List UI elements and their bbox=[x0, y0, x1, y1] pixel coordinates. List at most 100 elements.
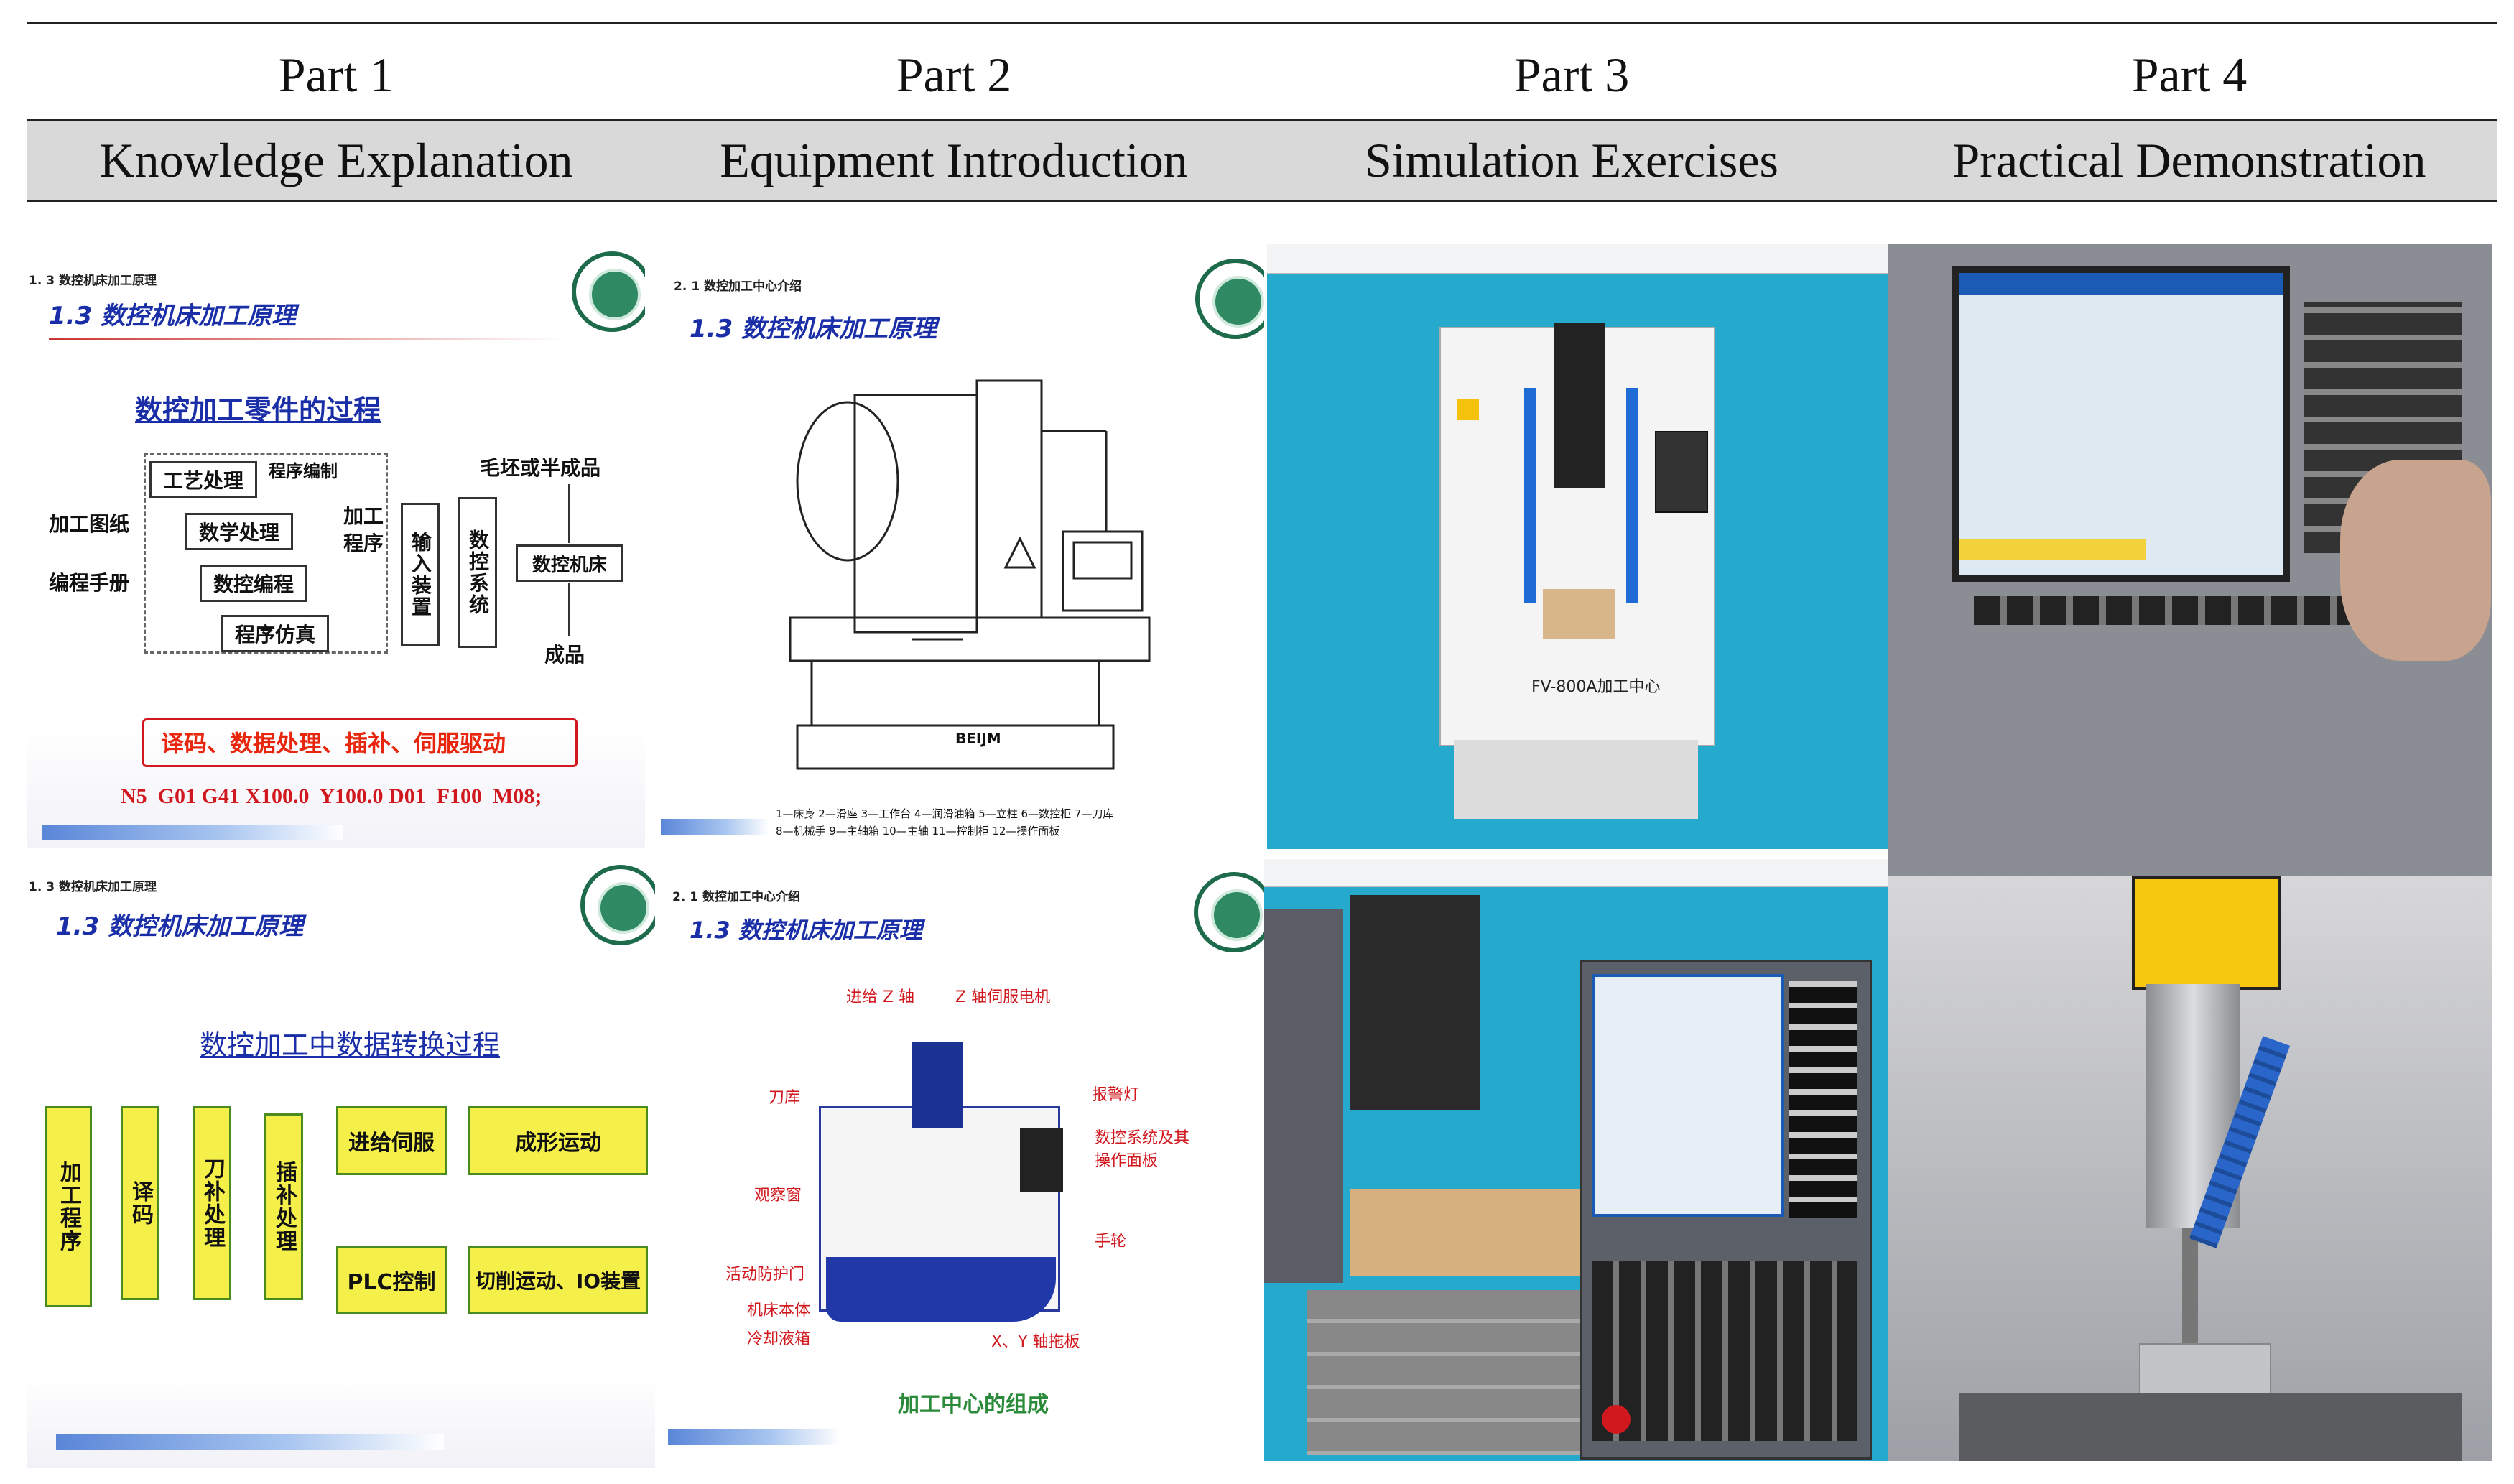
slide-subtitle: 数控加工中数据转换过程 bbox=[200, 1029, 501, 1061]
step-cutting: 切削运动、IO装置 bbox=[468, 1246, 648, 1314]
programming-group bbox=[144, 453, 388, 654]
part-4-header: Part 4 bbox=[2131, 47, 2248, 102]
process-chain-box bbox=[142, 718, 578, 767]
cnc-screen-header bbox=[1959, 273, 2283, 295]
step-math: 数学处理 bbox=[185, 513, 293, 550]
slide-title: 1.3 数控机床加工原理 bbox=[56, 912, 304, 941]
top-rule bbox=[27, 22, 2497, 24]
bottom-rule bbox=[27, 200, 2497, 202]
cnc-screen-highlight bbox=[1959, 539, 2146, 560]
section-band bbox=[27, 121, 2497, 200]
label-program-edit: 程序编制 bbox=[269, 461, 338, 481]
mid-rule bbox=[27, 119, 2497, 121]
sim-base-steps bbox=[1307, 1290, 1595, 1455]
part-1-header: Part 1 bbox=[278, 47, 394, 102]
cutting-tool bbox=[2182, 1228, 2198, 1343]
label-drawing: 加工图纸 bbox=[49, 512, 130, 536]
blue-frame-left bbox=[1524, 388, 1536, 603]
slide-subtitle: 数控加工零件的过程 bbox=[135, 394, 381, 426]
arrow-down-machine bbox=[568, 484, 570, 543]
cnc-system: 数控系统 bbox=[458, 497, 497, 648]
slide-title: 1.3 数控机床加工原理 bbox=[690, 315, 937, 343]
emergency-stop-icon bbox=[1602, 1405, 1631, 1434]
input-device: 输入装置 bbox=[401, 503, 440, 646]
warning-plate-icon bbox=[2132, 876, 2281, 990]
label-blank: 毛坯或半成品 bbox=[480, 456, 601, 480]
slide-footer-bar bbox=[668, 1429, 840, 1445]
step-program: 加工程序 bbox=[45, 1106, 92, 1307]
process-chain-text: 译码、数据处理、插补、伺服驱动 bbox=[161, 730, 506, 757]
machine-column bbox=[1554, 323, 1605, 488]
label-machine-body: 机床本体 bbox=[747, 1302, 811, 1320]
step-process: 工艺处理 bbox=[149, 461, 257, 498]
label-cnc-panel: 数控系统及其 操作面板 bbox=[1095, 1129, 1190, 1170]
step-plc: PLC控制 bbox=[336, 1246, 447, 1314]
sim-toolbar bbox=[1267, 244, 1888, 274]
university-emblem-icon bbox=[1194, 872, 1264, 952]
label-product: 成品 bbox=[544, 643, 585, 667]
part-3-header: Part 3 bbox=[1513, 47, 1630, 102]
machine-side-panel bbox=[1264, 909, 1343, 1283]
nc-code-line: N5 G01 G41 X100.0 Y100.0 D01 F100 M08; bbox=[121, 784, 542, 808]
brand-label: BEIJM bbox=[955, 730, 1001, 747]
label-z-axis: 进给 Z 轴 bbox=[846, 988, 915, 1006]
slide-breadcrumb: 2. 1 数控加工中心介绍 bbox=[672, 890, 800, 904]
diagram-caption-2: 8—机械手 9—主轴箱 10—主轴 11—控制柜 12—操作面板 bbox=[776, 825, 1060, 838]
sim-operator-keys bbox=[1592, 1261, 1857, 1441]
label-manual: 编程手册 bbox=[49, 571, 130, 595]
machine-top-column bbox=[912, 1042, 963, 1128]
label-handwheel: 手轮 bbox=[1095, 1233, 1127, 1251]
worktable bbox=[1543, 589, 1615, 639]
title-underline bbox=[49, 338, 566, 340]
simulation-operation-view bbox=[1264, 859, 1888, 1461]
step-tool-comp: 刀补处理 bbox=[193, 1106, 231, 1300]
slide-machining-center-diagram: 2. 1 数控加工中心介绍 1.3 数控机床加工原理 BEIJM 1—床身 2—… bbox=[661, 244, 1264, 848]
label-coolant-tank: 冷却液箱 bbox=[747, 1330, 811, 1348]
practical-spindle-photo bbox=[1888, 876, 2492, 1461]
step-simulation: 程序仿真 bbox=[221, 615, 329, 652]
sim-control-panel bbox=[1655, 431, 1708, 513]
cnc-screen bbox=[1952, 266, 2290, 582]
label-tool-magazine: 刀库 bbox=[769, 1089, 801, 1107]
slide-data-conversion: 1. 3 数控机床加工原理 1.3 数控机床加工原理 数控加工中数据转换过程 加… bbox=[27, 850, 655, 1468]
step-interpolation: 插补处理 bbox=[264, 1113, 303, 1300]
slide-breadcrumb: 2. 1 数控加工中心介绍 bbox=[674, 279, 802, 294]
university-emblem-icon bbox=[1195, 259, 1264, 339]
step-feed-servo: 进给伺服 bbox=[336, 1106, 447, 1175]
slide-machining-process: 1. 3 数控机床加工原理 1.3 数控机床加工原理 数控加工零件的过程 加工图… bbox=[27, 244, 645, 848]
blue-frame-right bbox=[1626, 388, 1638, 603]
step-forming: 成形运动 bbox=[468, 1106, 648, 1175]
warning-sign-icon bbox=[1457, 399, 1479, 420]
section-equipment-introduction: Equipment Introduction bbox=[720, 132, 1188, 187]
cnc-machine: 数控机床 bbox=[516, 544, 623, 582]
machine-model-label: FV-800A加工中心 bbox=[1531, 678, 1661, 696]
label-program: 加工 程序 bbox=[343, 504, 384, 555]
step-decode: 译码 bbox=[121, 1106, 159, 1300]
label-xy-slide: X、Y 轴拖板 bbox=[991, 1333, 1080, 1351]
machine-base bbox=[1454, 740, 1698, 819]
sim-keypad bbox=[1789, 981, 1857, 1218]
sim-worktable bbox=[1350, 1189, 1587, 1276]
simulation-machine-view: FV-800A加工中心 bbox=[1267, 244, 1888, 849]
section-knowledge-explanation: Knowledge Explanation bbox=[99, 132, 573, 187]
practical-control-panel-photo bbox=[1888, 244, 2492, 876]
slide-breadcrumb: 1. 3 数控机床加工原理 bbox=[29, 880, 157, 894]
diagram-caption-1: 1—床身 2—滑座 3—工作台 4—润滑油箱 5—立柱 6—数控柜 7—刀库 bbox=[776, 807, 1114, 820]
university-emblem-icon bbox=[572, 251, 645, 332]
label-alarm-light: 报警灯 bbox=[1092, 1086, 1140, 1104]
part-2-header: Part 2 bbox=[896, 47, 1012, 102]
label-guard-door: 活动防护门 bbox=[725, 1266, 805, 1284]
step-programming: 数控编程 bbox=[200, 565, 307, 602]
slide-footer-bar bbox=[661, 819, 769, 835]
spindle-head bbox=[1350, 895, 1480, 1110]
slide-footer-bar bbox=[42, 825, 343, 840]
label-z-motor: Z 轴伺服电机 bbox=[955, 988, 1051, 1006]
slide-footer-bar bbox=[56, 1434, 444, 1450]
slide-machining-center-components: 2. 1 数控加工中心介绍 1.3 数控机床加工原理 进给 Z 轴 Z 轴伺服电… bbox=[661, 869, 1264, 1468]
components-caption: 加工中心的组成 bbox=[898, 1392, 1049, 1417]
operator-hand bbox=[2340, 460, 2491, 661]
machine-vise bbox=[1959, 1393, 2462, 1461]
machine-body-blue-base bbox=[826, 1257, 1056, 1322]
slide-title: 1.3 数控机床加工原理 bbox=[49, 302, 297, 330]
university-emblem-icon bbox=[580, 865, 655, 945]
